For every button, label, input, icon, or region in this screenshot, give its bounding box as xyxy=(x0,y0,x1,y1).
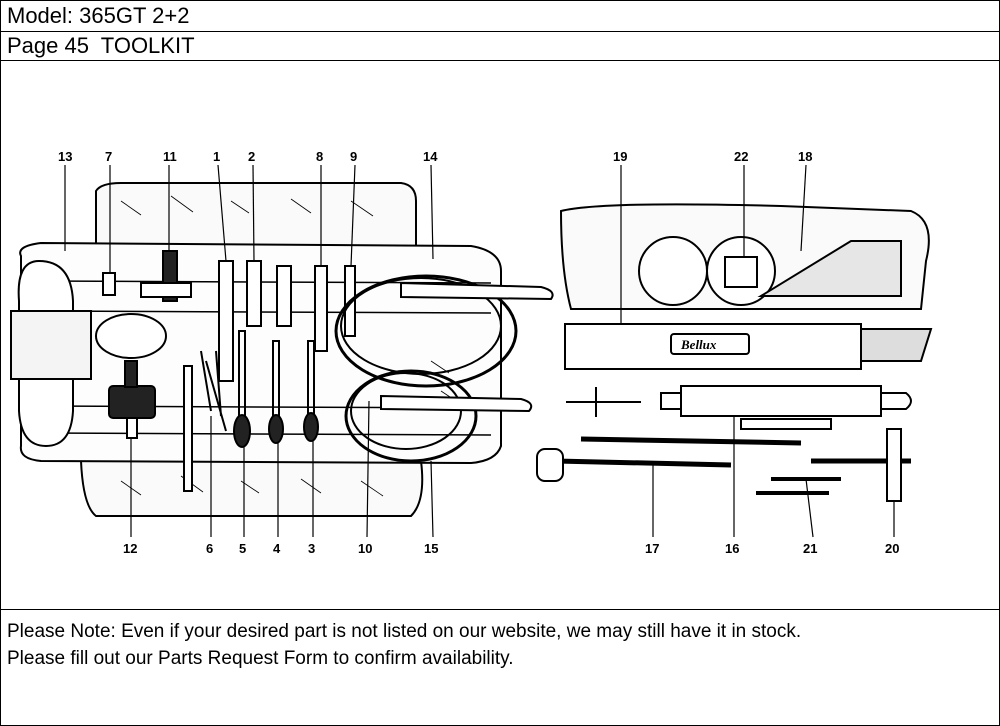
callout-1: 1 xyxy=(213,149,220,164)
callout-3: 3 xyxy=(308,541,315,556)
callout-14: 14 xyxy=(423,149,438,164)
leader-lines xyxy=(64,164,895,538)
toolkit-drawing: 13 7 11 1 2 8 9 14 19 22 18 12 6 5 4 3 1… xyxy=(10,149,933,556)
callout-10: 10 xyxy=(358,541,372,556)
callout-7: 7 xyxy=(105,149,112,164)
model-header: Model: 365GT 2+2 xyxy=(1,1,999,32)
page-title: Page 45 TOOLKIT xyxy=(7,33,195,58)
callout-2: 2 xyxy=(248,149,255,164)
model-title: Model: 365GT 2+2 xyxy=(7,3,190,28)
tool-bag-drawing xyxy=(536,203,933,502)
case-label: Bellux xyxy=(680,337,717,352)
callout-17: 17 xyxy=(645,541,659,556)
callout-4: 4 xyxy=(273,541,281,556)
callout-21: 21 xyxy=(803,541,817,556)
note-line-2: Please fill out our Parts Request Form t… xyxy=(7,648,514,669)
callout-13: 13 xyxy=(58,149,72,164)
tool-roll-drawing xyxy=(10,182,554,517)
callout-20: 20 xyxy=(885,541,899,556)
callout-8: 8 xyxy=(316,149,323,164)
callout-12: 12 xyxy=(123,541,137,556)
callout-16: 16 xyxy=(725,541,739,556)
page-header: Page 45 TOOLKIT xyxy=(1,32,999,61)
callout-6: 6 xyxy=(206,541,213,556)
callout-19: 19 xyxy=(613,149,627,164)
callout-5: 5 xyxy=(239,541,246,556)
toolkit-diagram: 13 7 11 1 2 8 9 14 19 22 18 12 6 5 4 3 1… xyxy=(1,61,999,609)
note-line-1: Please Note: Even if your desired part i… xyxy=(7,621,802,642)
callout-22: 22 xyxy=(734,149,748,164)
callout-15: 15 xyxy=(424,541,438,556)
availability-note: Please Note: Even if your desired part i… xyxy=(1,609,999,725)
callout-18: 18 xyxy=(798,149,812,164)
callout-11: 11 xyxy=(163,149,177,164)
callout-9: 9 xyxy=(350,149,357,164)
